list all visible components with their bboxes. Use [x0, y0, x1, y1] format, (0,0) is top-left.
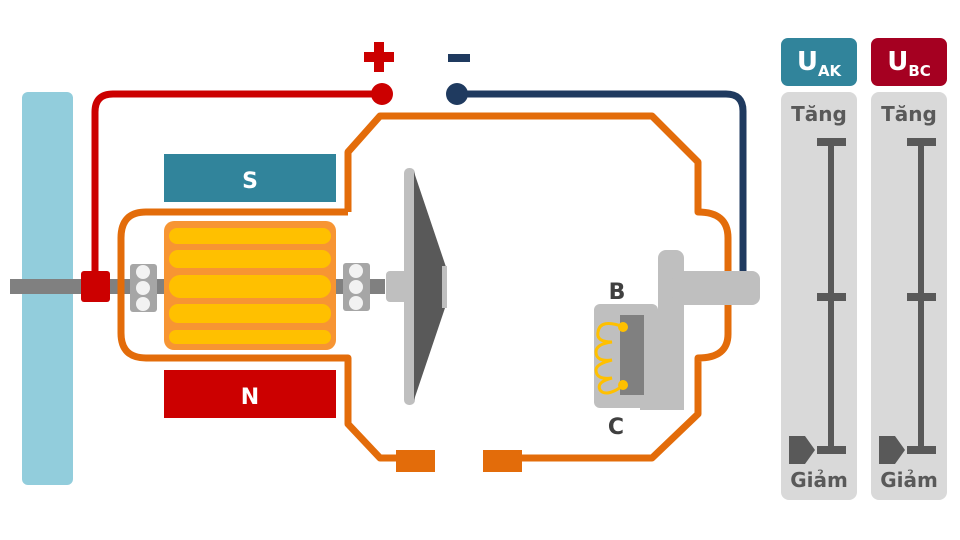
plus-icon: [364, 42, 394, 72]
uak-increase-label: Tăng: [791, 102, 847, 126]
fan-disc: [386, 168, 447, 405]
uak-decrease-label: Giảm: [790, 468, 848, 492]
positive-terminal[interactable]: [371, 83, 393, 105]
minus-icon: [448, 54, 470, 62]
ubc-tick-top: [907, 138, 936, 146]
brush-clamp: [81, 271, 110, 302]
contact-assembly: [594, 250, 760, 410]
ubc-label-sub: BC: [908, 62, 931, 80]
ubc-header: UBC: [871, 38, 947, 86]
ubc-increase-label: Tăng: [881, 102, 937, 126]
ubc-tick-bottom: [907, 446, 936, 454]
uak-tick-bottom: [817, 446, 846, 454]
positive-wire: [91, 90, 382, 280]
negative-wire: [457, 90, 747, 272]
housing-terminal-right: [483, 450, 522, 472]
uak-label-main: U: [796, 47, 818, 77]
ubc-slider-panel: Tăng Giảm: [871, 92, 947, 500]
negative-terminal[interactable]: [446, 83, 468, 105]
uak-slider-panel: Tăng Giảm: [781, 92, 857, 500]
bearing-left: [130, 264, 157, 312]
uak-header: UAK: [781, 38, 857, 86]
magnet-s-label: S: [242, 169, 258, 194]
magnet-n: [164, 370, 336, 418]
spring-icon: [594, 321, 625, 395]
magnet-s: [164, 154, 336, 202]
ubc-decrease-label: Giảm: [880, 468, 938, 492]
uak-slider-handle[interactable]: [789, 436, 815, 464]
ubc-label-main: U: [887, 47, 909, 77]
contact-b-label: B: [609, 280, 626, 305]
uak-tick-top: [817, 138, 846, 146]
uak-label-sub: AK: [817, 62, 842, 80]
contact-c-label: C: [608, 415, 624, 440]
magnet-n-label: N: [241, 385, 259, 410]
housing-outline: [117, 112, 732, 462]
ubc-tick-mid: [907, 293, 936, 301]
ubc-slider-handle[interactable]: [879, 436, 905, 464]
bearing-right: [343, 263, 370, 311]
uak-tick-mid: [817, 293, 846, 301]
housing-terminal-left: [396, 450, 435, 472]
armature-coil: [164, 221, 336, 350]
